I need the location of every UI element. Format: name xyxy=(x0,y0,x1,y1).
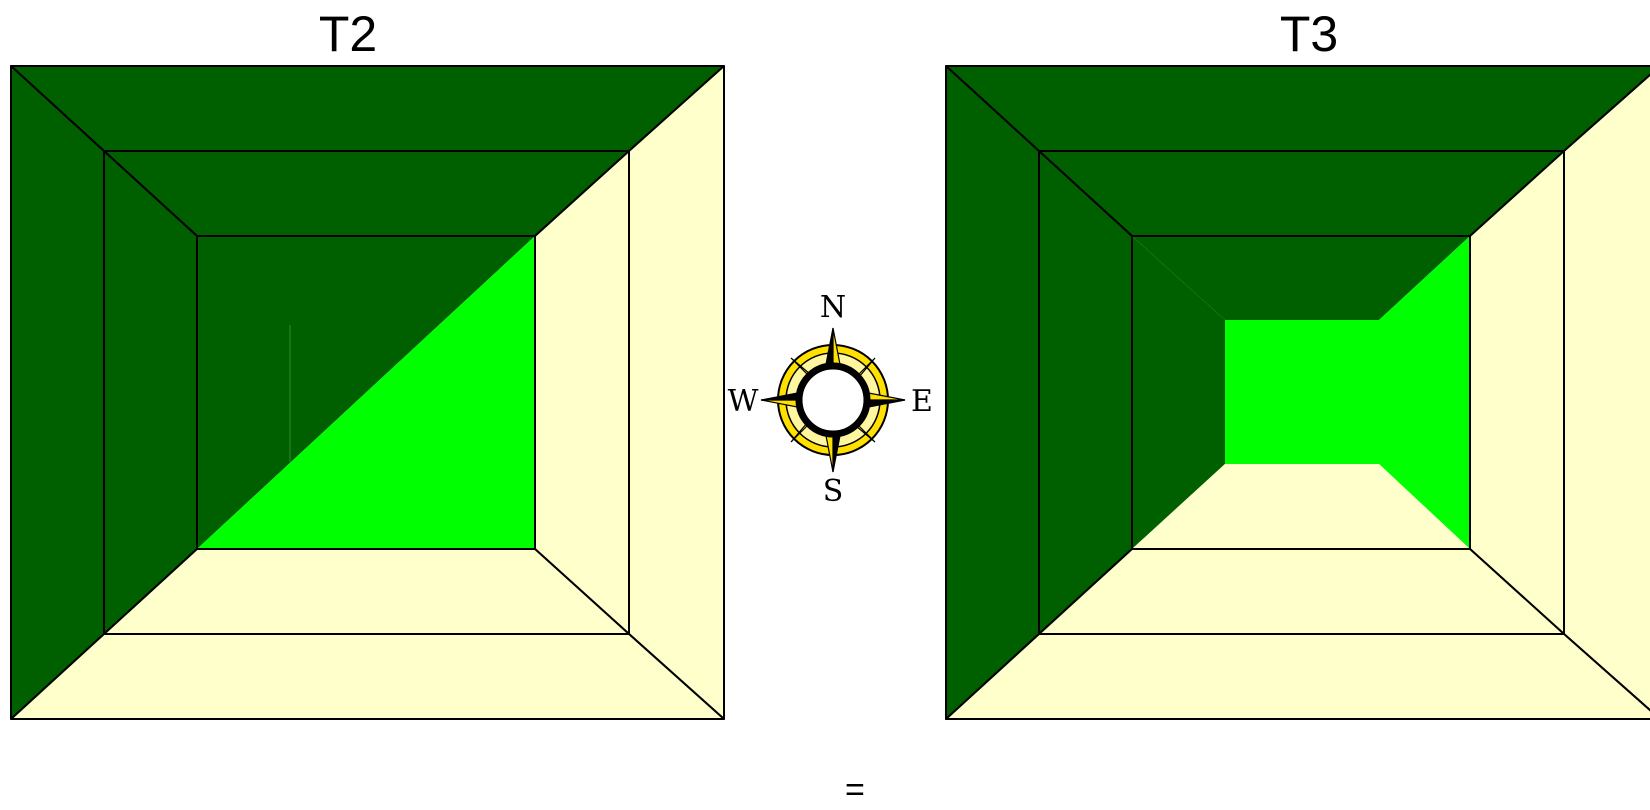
t2-inner-bright-half xyxy=(197,236,535,549)
compass-north-label: N xyxy=(820,290,846,325)
panel-t2 xyxy=(10,65,725,720)
footer-equals-symbol: = xyxy=(845,771,865,809)
t3-inner-left-face xyxy=(1132,236,1225,549)
t3-inner-border xyxy=(1131,235,1471,550)
compass-east-label: E xyxy=(911,384,933,419)
t3-outer-top-face xyxy=(945,65,1650,152)
t3-outer-bottom-face xyxy=(945,633,1650,720)
t3-inner-bottom-face xyxy=(1132,464,1470,549)
panel-t2-title: T2 xyxy=(318,6,378,62)
t3-inner-right-face xyxy=(1379,236,1470,549)
compass-center xyxy=(795,362,871,438)
t3-center-square xyxy=(1225,320,1379,464)
t3-inner-top-face xyxy=(1132,236,1470,320)
compass-south-label: S xyxy=(823,474,844,509)
t2-outer-left-face xyxy=(10,65,105,720)
t2-middle-bottom-face xyxy=(103,548,630,635)
compass-west-label: W xyxy=(728,384,759,419)
compass-rose: N S E W xyxy=(728,290,933,509)
t2-outer-right-face xyxy=(628,65,725,720)
t2-outer-bottom-face xyxy=(10,633,725,720)
t3-middle-bottom-face xyxy=(1038,548,1565,635)
t3-outer-right-face xyxy=(1563,73,1650,712)
t2-outer-top-face xyxy=(10,65,725,152)
t2-inner-border xyxy=(196,235,536,550)
panel-t3-title: T3 xyxy=(1279,6,1339,62)
t3-outer-left-face xyxy=(945,65,1040,720)
panel-t3 xyxy=(945,65,1650,720)
